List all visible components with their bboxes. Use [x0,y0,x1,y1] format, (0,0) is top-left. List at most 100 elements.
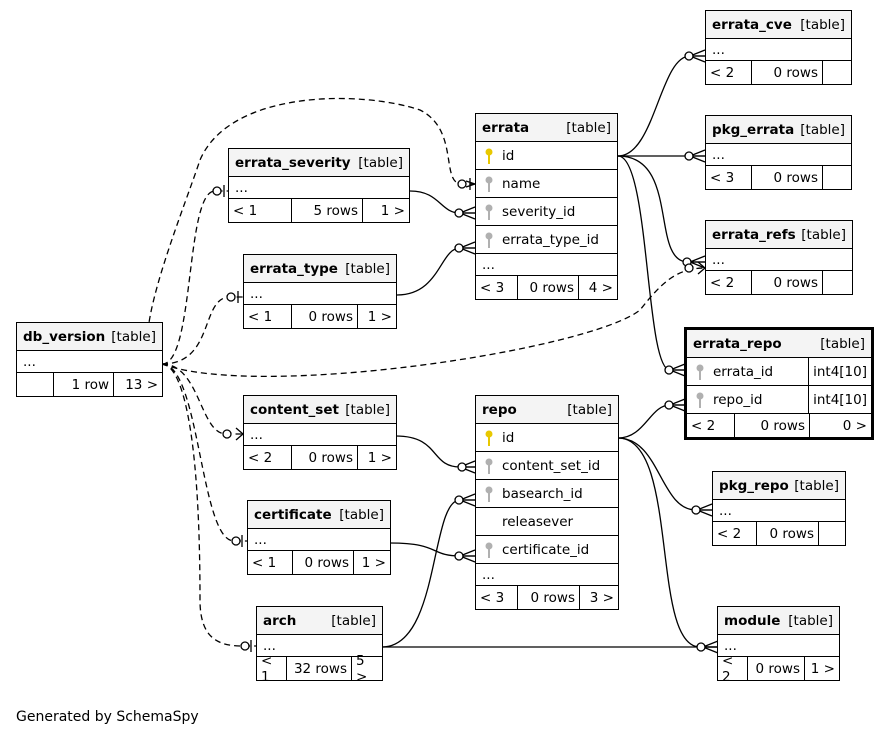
table-name: content_set [250,401,339,418]
column-name: severity_id [502,203,576,220]
rel-content-set-repo [395,435,475,468]
column-errata-id: errata_id int4[10] [687,358,871,386]
parents-link[interactable]: < 2 [687,414,735,437]
table-errata-repo[interactable]: errata_repo [table] errata_id int4[10] rep… [684,327,874,440]
parents-link[interactable]: < 1 [229,199,292,222]
table-tag: [table] [345,260,390,277]
rel-repo-errata-repo [617,404,685,439]
parents-link[interactable]: < 2 [718,653,748,685]
table-header: errata_type[table] [244,255,396,283]
table-name: db_version [23,328,106,345]
column-type: int4[10] [808,358,871,385]
parents-link[interactable]: < 2 [713,522,757,545]
foreign-key-icon [485,542,493,558]
parents-link[interactable]: < 1 [257,653,287,685]
children-link[interactable]: 1 > [367,308,392,325]
children-link[interactable] [823,271,852,294]
children-link[interactable]: 5 > [356,652,368,685]
children-link[interactable]: 13 > [125,376,158,393]
foreign-key-icon [696,392,704,408]
rel-arch-repo [381,499,475,648]
column-name: id [502,429,515,446]
children-link[interactable]: 0 > [842,417,867,434]
parents-link[interactable]: < 3 [476,276,518,299]
generated-by-label: Generated by SchemaSpy [16,709,199,725]
table-repo[interactable]: repo [table] id content_set_id basearch_i… [475,395,619,610]
rel-repo-module [617,437,718,648]
table-name: repo [482,401,517,418]
table-header: pkg_repo[table] [713,472,845,500]
column-name-col: name [476,170,617,198]
column-name: errata_id [713,363,774,380]
table-name: errata_cve [712,16,792,33]
foreign-key-icon [485,458,493,474]
parents-link[interactable]: < 2 [706,271,752,294]
table-tag: [table] [567,401,612,418]
column-name: certificate_id [502,541,590,558]
foreign-key-icon [485,486,493,502]
table-name: errata_repo [693,335,782,352]
children-link[interactable] [819,522,845,545]
table-header: errata_severity[table] [229,149,409,177]
foreign-key-icon [696,364,704,380]
children-link[interactable]: 1 > [380,202,405,219]
row-count: 0 rows [293,551,354,574]
row-count: 5 rows [292,199,363,222]
table-errata[interactable]: errata[table] id name severity_id errata… [475,113,618,300]
row-count: 32 rows [287,657,352,680]
ellipsis-row: ... [229,177,409,199]
column-content-set-id: content_set_id [476,452,618,480]
column-name: name [502,175,541,192]
parents-link[interactable]: < 3 [476,586,518,609]
ellipsis-row: ... [257,635,382,657]
children-link[interactable]: 1 > [810,660,835,677]
children-link[interactable] [823,61,851,84]
parents-link[interactable]: < 3 [706,166,752,189]
table-tag: [table] [345,401,390,418]
children-link[interactable]: 1 > [361,554,386,571]
rel-dbversion-severity [161,190,228,365]
children-link[interactable] [823,166,851,189]
row-count: 0 rows [518,586,580,609]
table-tag: [table] [820,335,865,352]
column-releasever: releasever [476,508,618,536]
parents-link[interactable]: < 1 [248,551,293,574]
column-name: repo_id [713,391,763,408]
ellipsis-row: ... [718,635,839,657]
row-count: 0 rows [748,657,805,680]
column-certificate-id: certificate_id [476,536,618,564]
row-count: 0 rows [757,522,819,545]
children-link[interactable]: 4 > [588,279,613,296]
parents-link[interactable]: < 1 [244,305,292,328]
children-link[interactable]: 3 > [589,589,614,606]
parents-link[interactable]: < 2 [244,446,292,469]
table-header: errata_repo [table] [687,330,871,358]
column-id: id [476,424,618,452]
table-header: repo [table] [476,396,618,424]
parents-link[interactable] [17,373,54,396]
table-header: pkg_errata[table] [706,116,851,144]
children-link[interactable]: 1 > [367,449,392,466]
column-name: basearch_id [502,485,583,502]
parents-link[interactable]: < 2 [706,61,752,84]
rel-errata-errata-repo [617,155,685,371]
table-header: certificate[table] [248,501,390,529]
